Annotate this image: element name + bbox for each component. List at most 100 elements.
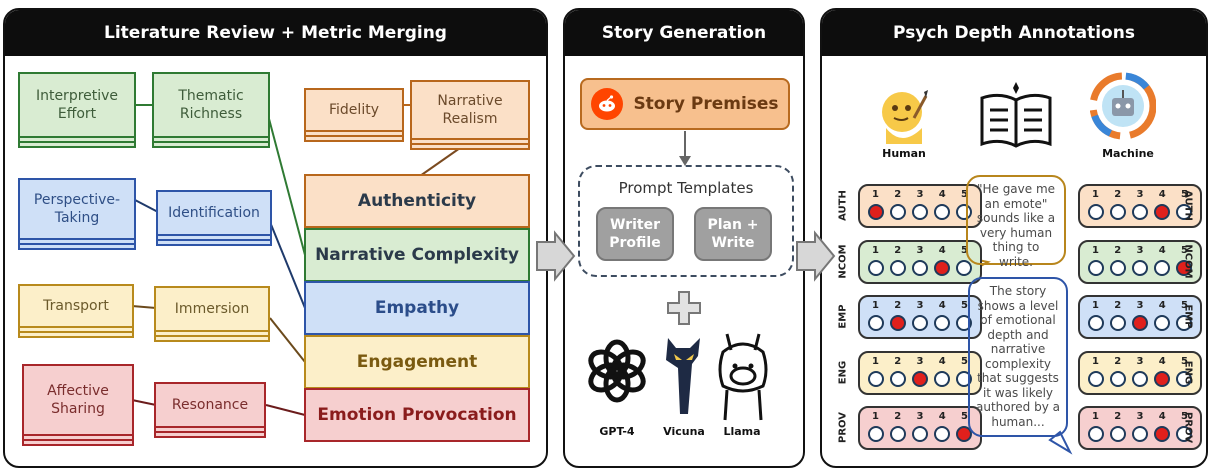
selected-rating-dot <box>890 315 906 331</box>
human-label: Human <box>882 147 926 160</box>
card-narrative-realism: Narrative Realism <box>410 80 530 140</box>
row-label-right-ncom: NCOM <box>1182 243 1194 279</box>
scale-number: 3 <box>1136 411 1144 422</box>
rating-dot <box>1110 204 1126 220</box>
rating-dot <box>1110 426 1126 442</box>
writer-profile-template: Writer Profile <box>596 207 674 261</box>
scale-number: 5 <box>961 300 968 311</box>
rating-dot <box>1176 204 1192 220</box>
selected-rating-dot <box>934 259 950 276</box>
rating-dot <box>1132 426 1148 442</box>
card-label: Identification <box>168 205 260 221</box>
card-transport: Transport <box>18 284 134 328</box>
rating-dot <box>1154 315 1170 331</box>
card-label: Perspective- Taking <box>33 192 121 226</box>
scale-dots <box>1088 426 1192 442</box>
row-label-left-ncom: NCOM <box>837 243 849 279</box>
rating-dot <box>956 204 972 220</box>
scale-dots <box>868 370 972 387</box>
open-book-icon <box>976 80 1056 154</box>
prompt-templates-label: Prompt Templates <box>618 179 754 197</box>
vicuna-logo-icon <box>660 334 708 418</box>
story-generation-title: Story Generation <box>565 10 803 56</box>
card-fidelity: Fidelity <box>304 88 404 132</box>
rating-dot <box>934 315 950 331</box>
prompt-templates-box: Prompt Templates Writer Profile Plan + W… <box>578 165 794 277</box>
row-label-right-prov: PROV <box>1182 411 1194 443</box>
card-stack-layer <box>156 236 272 241</box>
card-label: Narrative Realism <box>437 93 503 127</box>
metric-empathy: Empathy <box>304 281 530 335</box>
selected-rating-dot <box>868 204 884 220</box>
card-stack-layer <box>154 332 270 337</box>
rating-dot <box>1110 259 1126 276</box>
rating-dot <box>934 370 950 387</box>
scale-number: 1 <box>872 300 879 311</box>
story-premises-box: Story Premises <box>580 78 790 130</box>
scale-number: 2 <box>894 411 902 422</box>
scale-number: 5 <box>961 244 968 256</box>
scale-number: 5 <box>1181 189 1188 200</box>
scale-number: 5 <box>961 189 968 200</box>
rating-dot <box>1176 370 1192 387</box>
rating-dot <box>1110 370 1126 387</box>
metric-narrative-complexity: Narrative Complexity <box>304 227 530 282</box>
row-label-left-emp: EMP <box>837 304 849 329</box>
row-label-right-auth: AUTH <box>1182 190 1194 221</box>
scale-dots <box>868 204 972 220</box>
selected-rating-dot <box>1154 426 1170 442</box>
card-label: Immersion <box>174 301 250 317</box>
rating-dot <box>912 315 928 331</box>
card-stack-layer <box>22 441 134 446</box>
card-label: Affective Sharing <box>47 383 109 417</box>
scale-number: 4 <box>938 300 946 311</box>
row-label-right-eng: ENG <box>1182 360 1194 384</box>
scale-number: 1 <box>872 355 879 367</box>
story-premises-label: Story Premises <box>633 94 779 114</box>
rating-dot <box>1088 259 1104 276</box>
scale-number: 5 <box>961 355 968 367</box>
metric-emotion-provocation: Emotion Provocation <box>304 388 530 442</box>
rating-dot <box>1132 259 1148 276</box>
rating-dot <box>1088 370 1104 387</box>
scale-number: 5 <box>961 411 968 422</box>
scale-dots <box>1088 204 1192 220</box>
scale-number: 4 <box>938 244 946 256</box>
card-stack-layer <box>18 138 136 143</box>
rating-dot <box>956 259 972 276</box>
rating-dot <box>868 315 884 331</box>
machine-label: Machine <box>1102 147 1154 160</box>
rating-dot <box>1088 315 1104 331</box>
metric-authenticity: Authenticity <box>304 174 530 228</box>
scale-number: 1 <box>872 411 879 422</box>
scale-number: 2 <box>1114 355 1122 367</box>
rating-dot <box>912 259 928 276</box>
rating-dot <box>934 204 950 220</box>
rating-dot <box>912 204 928 220</box>
scale-number: 3 <box>916 189 924 200</box>
scale-dots <box>1088 259 1192 276</box>
rating-dot <box>890 259 906 276</box>
rating-dot <box>890 204 906 220</box>
card-identification: Identification <box>156 190 272 236</box>
card-stack-layer <box>18 245 136 250</box>
rating-dot <box>868 370 884 387</box>
scale-dots <box>1088 315 1192 331</box>
card-stack-layer <box>18 143 136 148</box>
scale-number: 3 <box>1136 244 1144 256</box>
card-stack-layer <box>154 433 266 438</box>
rating-dot <box>1154 259 1170 276</box>
rating-dot <box>1132 204 1148 220</box>
rating-dot <box>1088 204 1104 220</box>
rating-dot <box>1088 426 1104 442</box>
scale-number: 4 <box>1158 300 1166 311</box>
